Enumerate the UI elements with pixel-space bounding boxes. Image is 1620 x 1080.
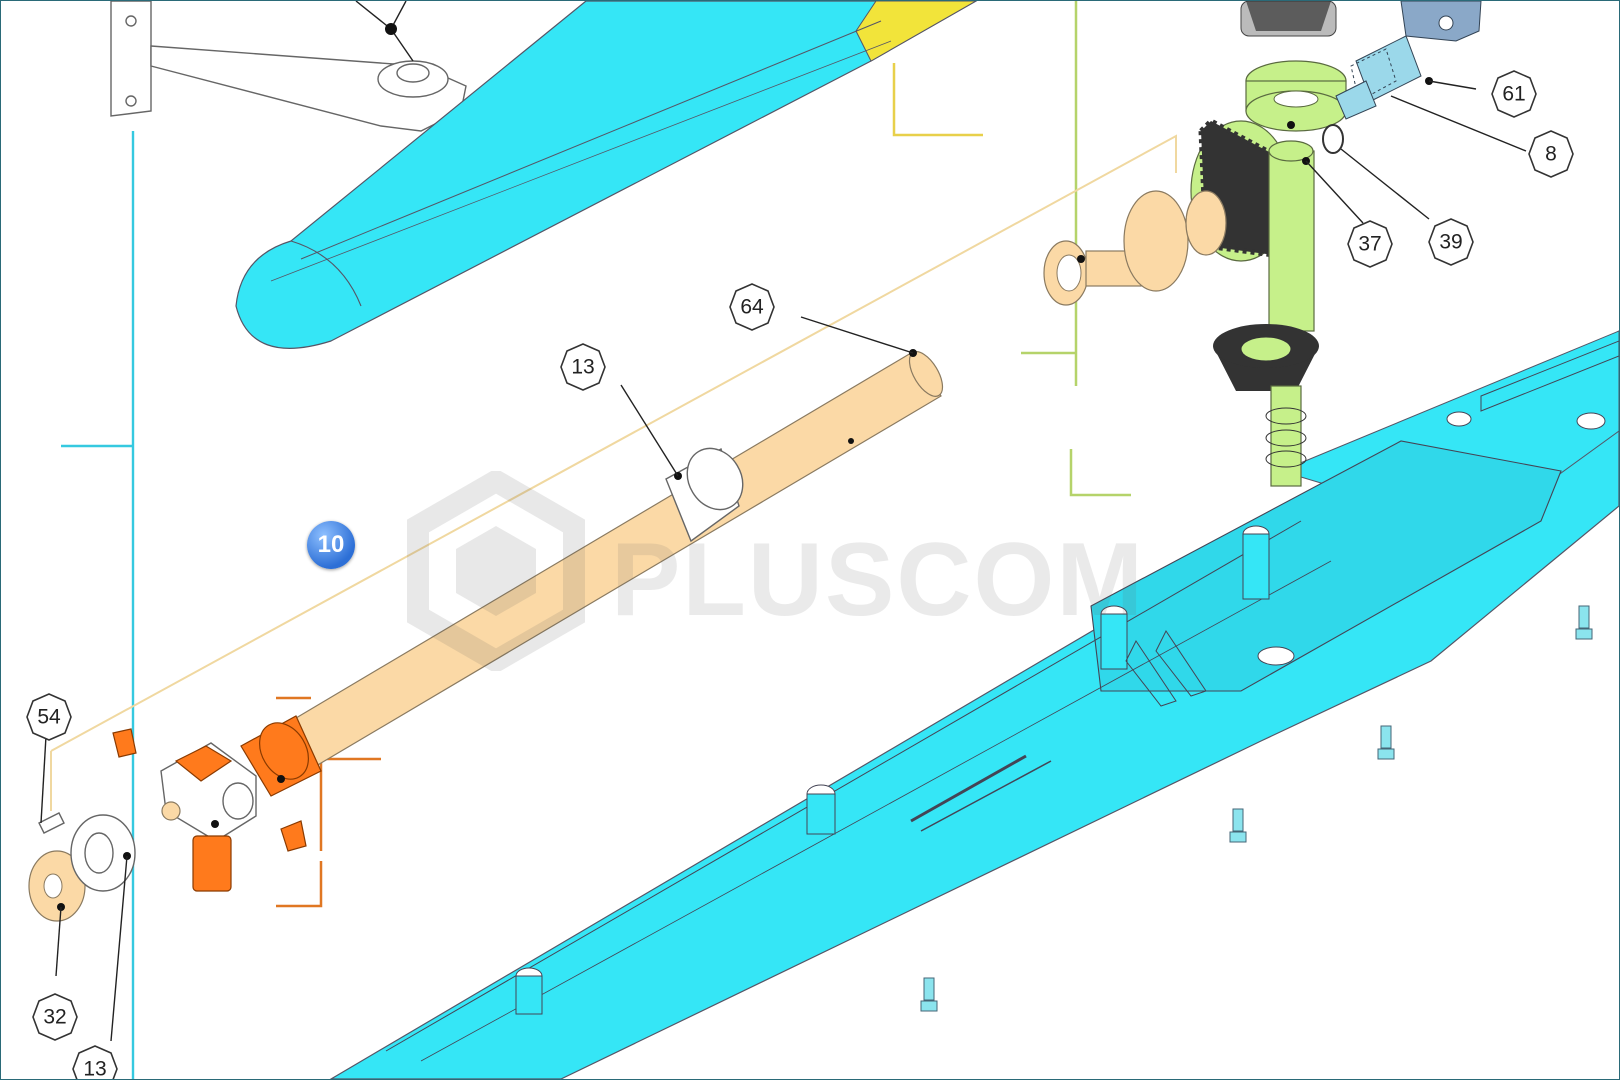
svg-text:8: 8 — [1545, 143, 1557, 166]
drive-shaft — [290, 349, 944, 767]
upper-arm — [235, 1, 978, 349]
mounting-bracket — [110, 1, 467, 132]
callout-13[interactable]: 13 — [560, 343, 606, 391]
screws — [920, 605, 1593, 1012]
selected-item-badge[interactable]: 10 — [307, 521, 355, 569]
callout-54[interactable]: 54 — [26, 693, 72, 741]
group-brackets — [276, 1, 1131, 908]
svg-text:61: 61 — [1502, 83, 1525, 106]
svg-text:13: 13 — [571, 356, 594, 379]
screw — [920, 977, 938, 1012]
svg-text:13: 13 — [83, 1058, 106, 1080]
threaded-pin — [1335, 1, 1482, 120]
leader-lines — [40, 80, 1527, 1042]
gear-assembly — [1043, 1, 1347, 487]
screw — [1377, 725, 1395, 760]
svg-text:64: 64 — [740, 296, 764, 319]
callout-32[interactable]: 32 — [32, 993, 78, 1041]
svg-text:39: 39 — [1439, 231, 1462, 254]
routing-line — [50, 134, 1177, 811]
callout-64[interactable]: 64 — [729, 283, 775, 331]
callout-61[interactable]: 61 — [1491, 70, 1537, 118]
callout-8[interactable]: 8 — [1528, 130, 1574, 178]
collar-parts — [28, 812, 136, 922]
reference-lines — [61, 131, 135, 1079]
svg-text:54: 54 — [37, 706, 61, 729]
callout-13-lower[interactable]: 13 — [72, 1045, 118, 1080]
svg-text:37: 37 — [1358, 233, 1381, 256]
screw — [1229, 808, 1247, 843]
screw — [1575, 605, 1593, 640]
callout-39[interactable]: 39 — [1428, 218, 1474, 266]
callout-37[interactable]: 37 — [1347, 220, 1393, 268]
universal-joint — [112, 715, 322, 892]
svg-text:32: 32 — [43, 1006, 66, 1029]
lower-housing — [329, 330, 1619, 1079]
